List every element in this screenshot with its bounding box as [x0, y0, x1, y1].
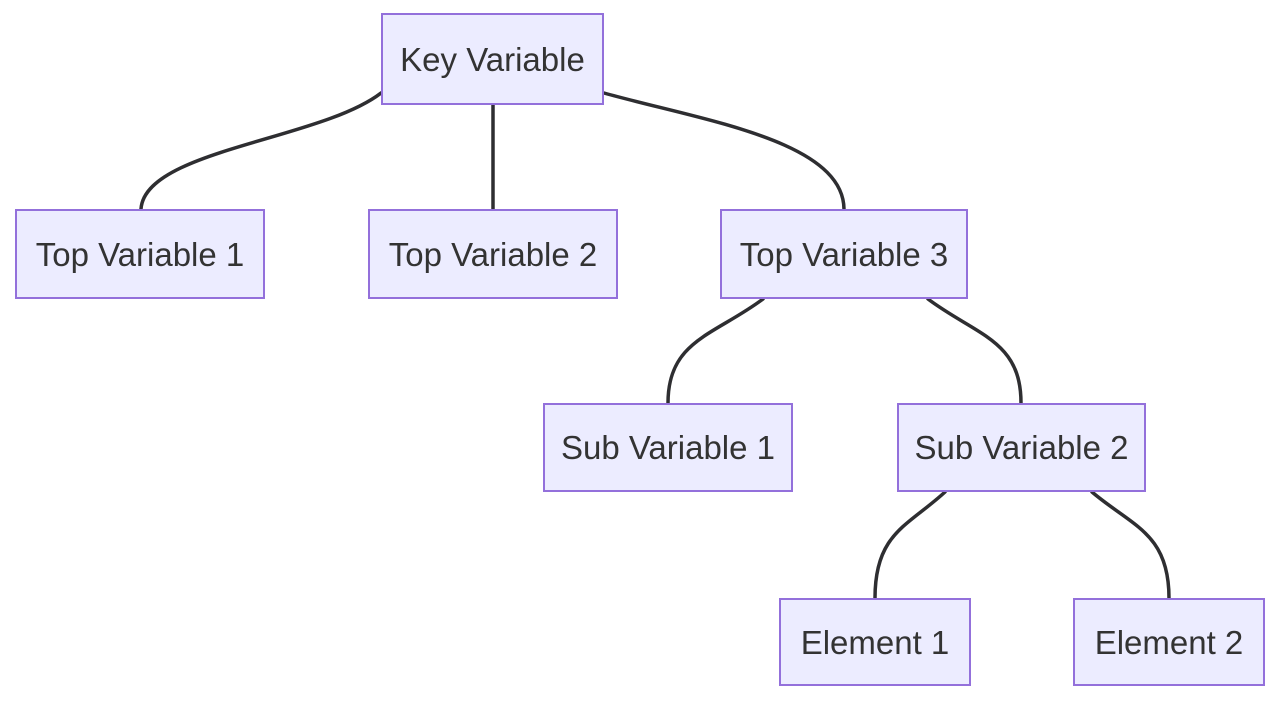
node-sub-variable-2: Sub Variable 2	[897, 403, 1146, 492]
edge-key-to-top1	[139, 91, 383, 211]
node-key-variable: Key Variable	[381, 13, 604, 105]
node-sub-variable-1: Sub Variable 1	[543, 403, 793, 492]
edge-sub2-to-el2	[1090, 490, 1171, 600]
node-top-variable-2: Top Variable 2	[368, 209, 618, 299]
edge-key-to-top3	[602, 91, 846, 211]
node-element-2: Element 2	[1073, 598, 1265, 686]
node-top-variable-3: Top Variable 3	[720, 209, 968, 299]
edge-top3-to-sub1	[666, 297, 765, 405]
node-element-1: Element 1	[779, 598, 971, 686]
edge-sub2-to-el1	[873, 490, 947, 600]
node-top-variable-1: Top Variable 1	[15, 209, 265, 299]
edge-top3-to-sub2	[926, 297, 1023, 405]
